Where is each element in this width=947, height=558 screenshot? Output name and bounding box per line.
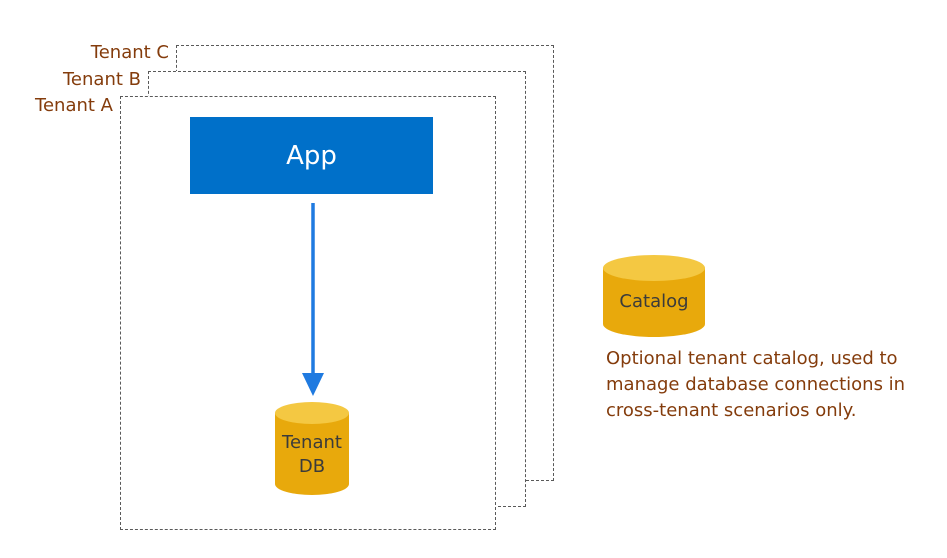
app-label: App: [286, 140, 337, 171]
tenant-db-cylinder: Tenant DB: [274, 401, 350, 496]
catalog-note: Optional tenant catalog, used to manage …: [606, 348, 906, 421]
tenant-b-label: Tenant B: [63, 70, 145, 90]
catalog-cylinder: Catalog: [602, 254, 706, 338]
tenant-a-label: Tenant A: [35, 96, 117, 116]
app-node: App: [190, 117, 433, 194]
database-icon: [603, 255, 705, 337]
tenant-db-label: Tenant DB: [282, 432, 342, 477]
tenant-c-label: Tenant C: [90, 43, 173, 63]
catalog-label: Catalog: [619, 291, 689, 312]
database-icon: [275, 402, 349, 495]
app-to-db-arrow: [302, 203, 324, 396]
